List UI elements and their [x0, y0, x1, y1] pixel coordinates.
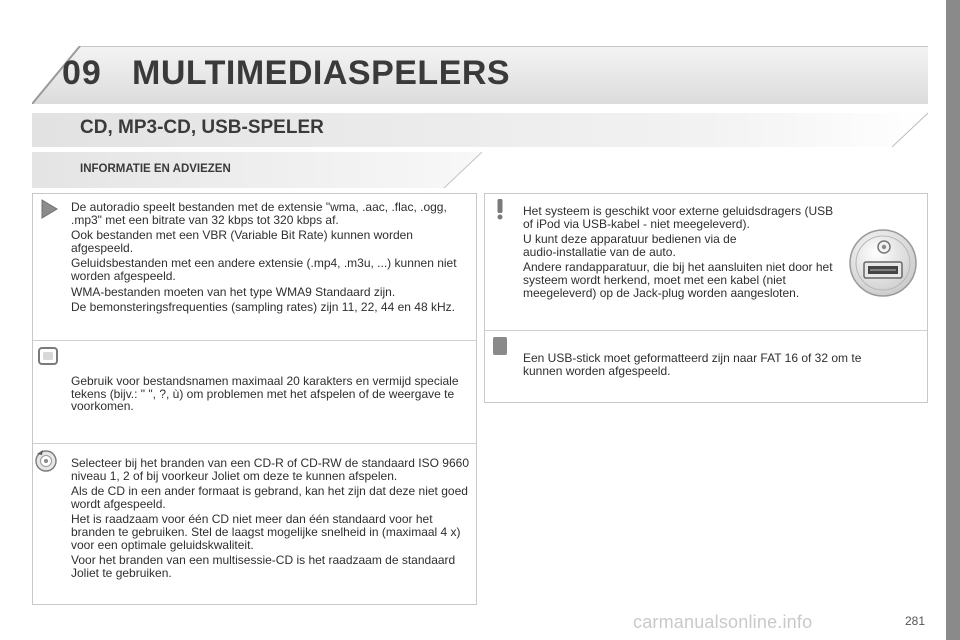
chapter-header-band: [32, 46, 928, 104]
square-note-icon: [38, 347, 58, 365]
left-divider-2: [33, 443, 476, 444]
note-text-1: De autoradio speelt bestanden met de ext…: [71, 201, 469, 317]
warning-exclamation-icon: [497, 199, 503, 220]
side-tab-bar: [946, 0, 960, 640]
paragraph: Voor het branden van een multisessie-CD …: [71, 553, 456, 580]
paragraph: Gebruik voor bestandsnamen maximaal 20 k…: [71, 374, 459, 414]
paragraph: Ook bestanden met een VBR (Variable Bit …: [71, 228, 413, 255]
paragraph: Als de CD in een ander formaat is gebran…: [71, 484, 468, 511]
filled-square-note-icon: [493, 337, 507, 355]
watermark: carmanualsonline.info: [633, 612, 813, 632]
paragraph: Een USB-stick moet geformatteerd zijn na…: [523, 351, 862, 378]
section-title: CD, MP3-CD, USB-SPELER: [80, 117, 324, 138]
cd-note-icon: [35, 450, 57, 472]
note-text-4: Het systeem is geschikt voor externe gel…: [523, 205, 843, 302]
paragraph: Selecteer bij het branden van een CD-R o…: [71, 456, 469, 483]
info-title: INFORMATIE EN ADVIEZEN: [80, 163, 231, 175]
chapter-title: MULTIMEDIASPELERS: [132, 54, 511, 92]
paragraph: U kunt deze apparatuur bedienen via de a…: [523, 232, 737, 259]
note-text-2: Gebruik voor bestandsnamen maximaal 20 k…: [71, 375, 471, 416]
paragraph: Andere randapparatuur, die bij het aansl…: [523, 260, 833, 300]
paragraph: Geluidsbestanden met een andere extensie…: [71, 256, 457, 283]
paragraph: Het systeem is geschikt voor externe gel…: [523, 204, 834, 231]
note-text-3: Selecteer bij het branden van een CD-R o…: [71, 457, 471, 582]
usb-port-icon: [849, 229, 917, 297]
play-note-icon: [41, 199, 58, 219]
paragraph: Het is raadzaam voor één CD niet meer da…: [71, 512, 461, 552]
paragraph: De autoradio speelt bestanden met de ext…: [71, 200, 447, 227]
page-number: 281: [905, 614, 926, 628]
info-header-band: [32, 152, 482, 188]
note-text-5: Een USB-stick moet geformatteerd zijn na…: [523, 352, 898, 380]
paragraph: WMA-bestanden moeten van het type WMA9 S…: [71, 284, 396, 299]
chapter-number: 09: [62, 54, 102, 92]
left-notes-box: [32, 193, 477, 605]
right-notes-box: [484, 193, 928, 403]
left-divider-1: [33, 340, 476, 341]
right-divider-1: [485, 330, 927, 331]
paragraph: De bemonsteringsfrequenties (sampling ra…: [71, 300, 455, 315]
section-header-band: [32, 112, 928, 147]
